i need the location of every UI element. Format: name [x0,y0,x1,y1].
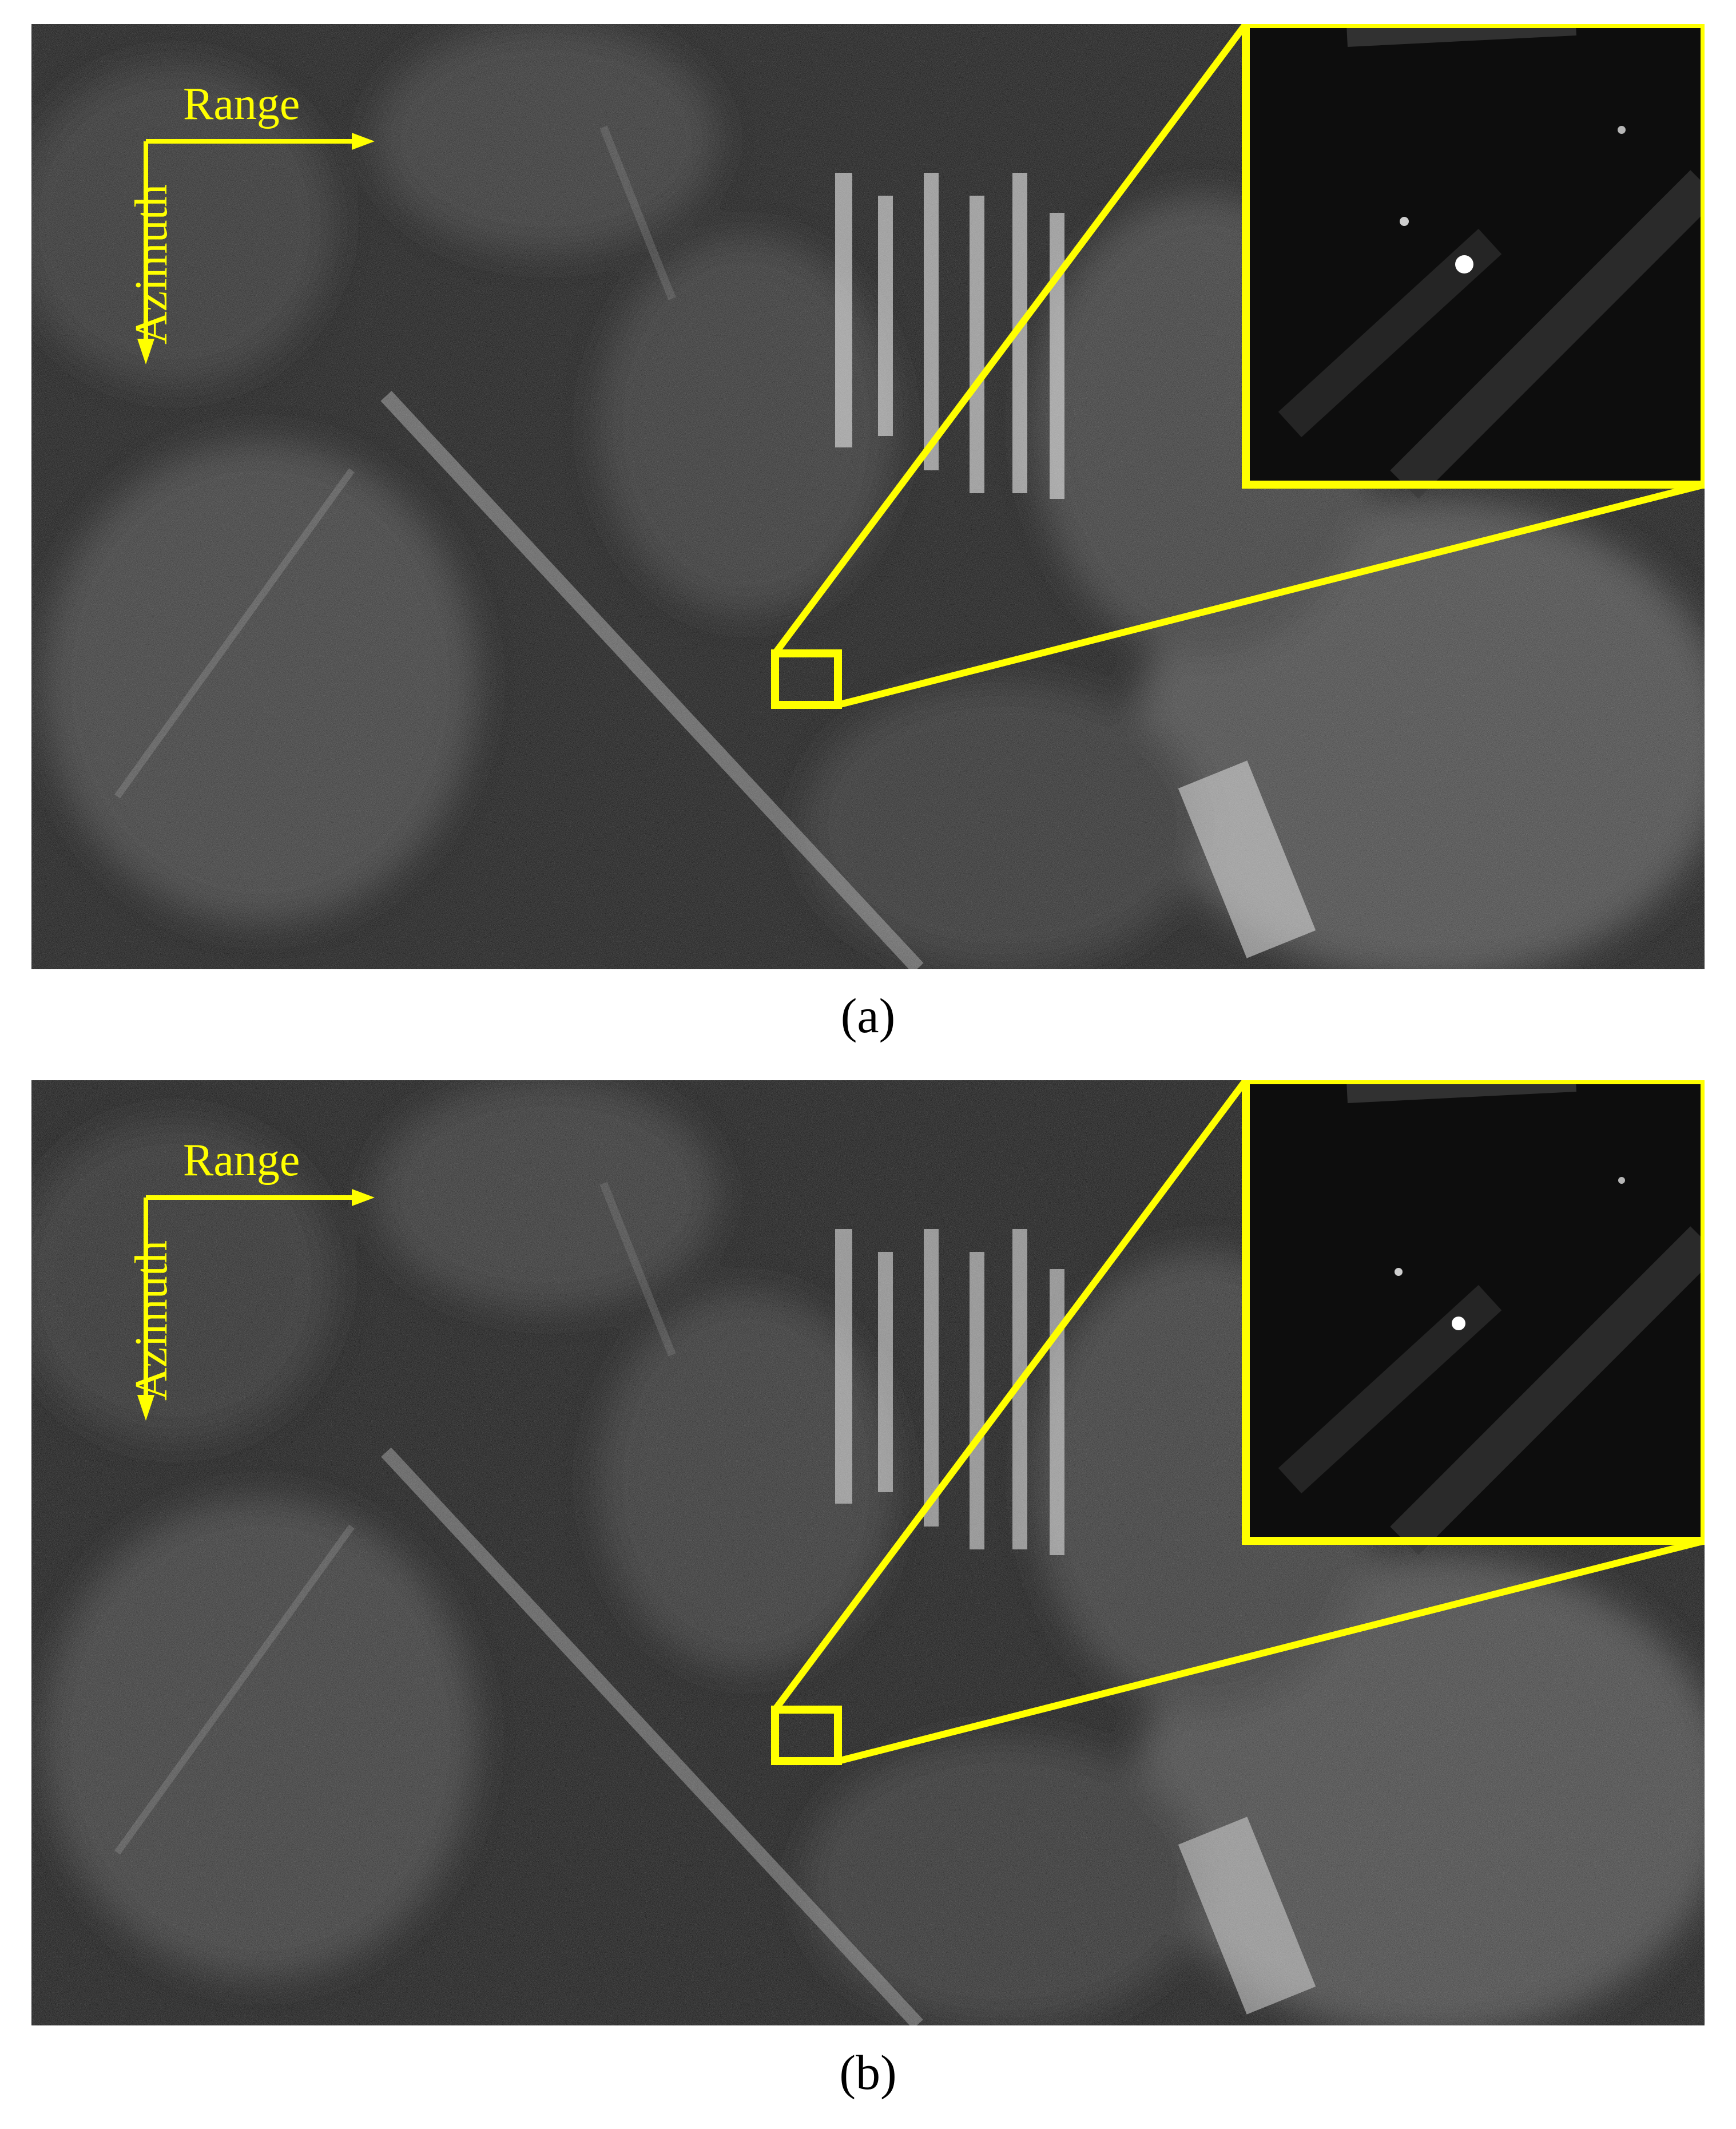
caption-b: (b) [839,2045,897,2100]
sar-scene-b [31,1080,1705,2025]
caption-a: (a) [840,988,896,1043]
point-target-b [1452,1317,1465,1330]
sar-image-a: Range Azimuth [31,24,1705,969]
sar-scene-a [31,24,1705,969]
point-target-a [1455,255,1473,273]
sar-image-b: Range Azimuth [31,1080,1705,2025]
